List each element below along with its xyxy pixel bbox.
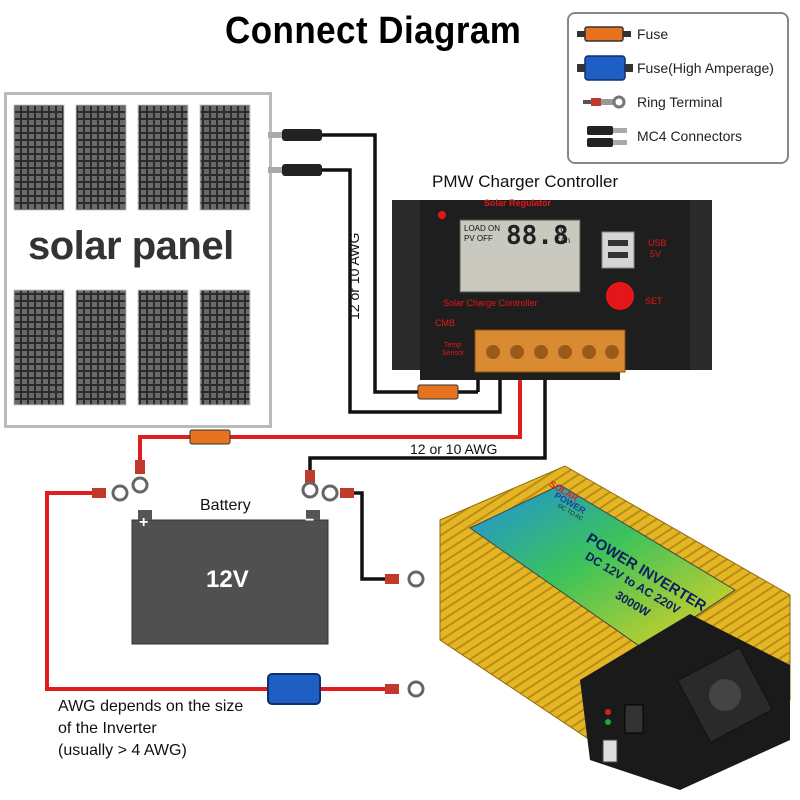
awg-note: AWG depends on the size of the Inverter … [58, 696, 243, 762]
lcd-pv: PV OFF [464, 234, 493, 243]
lcd-load: LOAD ON [464, 224, 501, 233]
legend-box: Fuse Fuse(High Amperage) Ring Terminal M… [567, 12, 789, 164]
lcd-unit-temp: °C [557, 225, 566, 234]
controller-label: PMW Charger Controller [432, 172, 619, 191]
legend-label-fuse: Fuse [637, 26, 669, 42]
cmb-text: CMB [435, 318, 455, 328]
controller-top-text: Solar Regulator [484, 198, 552, 208]
panel-wires [322, 133, 502, 414]
usb-label: USB [648, 238, 667, 248]
lcd-digits: 88.8 [506, 221, 569, 251]
legend-icons [577, 26, 633, 147]
fuse-blue-icon [267, 673, 321, 705]
wire-gauge-label-vertical: 12 or 10 AWG [346, 232, 362, 320]
awg-note-line1: AWG depends on the size [58, 698, 244, 715]
temp-text: Temp [444, 342, 462, 349]
usb-volt: 5V [650, 249, 662, 259]
fuse-orange-icon [577, 26, 631, 42]
solar-panel-label: solar panel [28, 224, 234, 268]
controller-model-text: Solar Charge Controller [443, 298, 538, 308]
battery-plus: + [139, 514, 149, 531]
legend-label-ring-terminal: Ring Terminal [637, 94, 723, 110]
sensor-text: Sensor [442, 350, 465, 357]
solar-modules [13, 104, 251, 406]
ring-terminal-icon [583, 95, 626, 109]
lcd-unit-kah: KAh [555, 236, 571, 245]
diagram-title: Connect Diagram [225, 10, 522, 52]
fuse-blue-icon [577, 55, 633, 81]
ring-terminal-icon [92, 460, 425, 698]
set-label: SET [645, 296, 663, 306]
awg-note-line3: (usually > 4 AWG) [58, 742, 187, 759]
inverter-wires [45, 491, 385, 691]
legend-label-fuse-high: Fuse(High Amperage) [637, 60, 774, 76]
fuse-orange-icon [189, 429, 231, 445]
wire-gauge-label-horizontal: 12 or 10 AWG [410, 441, 498, 457]
legend-label-mc4: MC4 Connectors [637, 128, 743, 144]
mc4-connector-icon [268, 129, 322, 176]
battery-label: Battery [200, 497, 251, 514]
battery-minus: − [305, 512, 315, 529]
battery-voltage: 12V [206, 566, 249, 593]
charge-controller [392, 200, 712, 380]
fuse-orange-icon [417, 384, 459, 400]
mc4-connector-icon [587, 126, 627, 147]
battery-body [131, 510, 329, 645]
power-inverter [439, 465, 791, 790]
awg-note-line2: of the Inverter [58, 720, 157, 737]
